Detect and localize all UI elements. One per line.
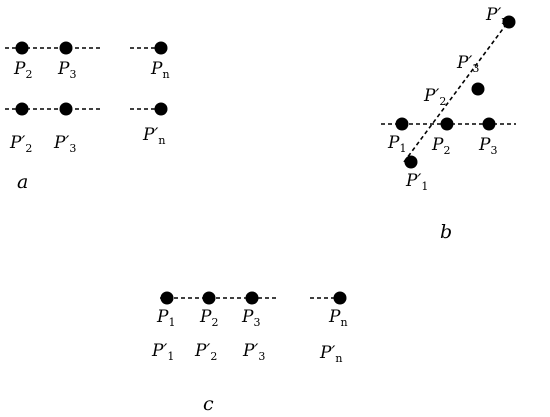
panel-b-point-p3 xyxy=(482,117,496,131)
panel-a-label-pn-prime: P′n xyxy=(142,125,165,147)
panel-a-point-pn xyxy=(154,41,168,55)
panel-b-label-p1-prime: P′1 xyxy=(405,171,428,193)
panel-c-label-p3: P3 xyxy=(241,307,260,329)
panel-b-caption: b xyxy=(440,221,452,243)
panel-a-label-p2: P2 xyxy=(13,59,32,81)
panel-c: P1 P2 P3 Pn P′1 P′2 P′3 P′n c xyxy=(151,291,348,415)
panel-c-label-p1: P1 xyxy=(156,307,175,329)
panel-a-label-p3: P3 xyxy=(57,59,76,81)
panel-b-label-p3-prime: P′3 xyxy=(456,53,479,75)
panel-a-point-p3-prime xyxy=(59,102,73,116)
panel-b-diagonal-line xyxy=(403,21,509,163)
panel-b-point-p1 xyxy=(395,117,409,131)
panel-b-label-pn-prime: P′n xyxy=(485,5,508,27)
panel-a-caption: a xyxy=(17,171,28,193)
panel-b-label-p2: P2 xyxy=(431,135,450,157)
panel-c-label-pn: Pn xyxy=(328,307,348,329)
panel-a-point-p2 xyxy=(15,41,29,55)
panel-b-point-pn-prime xyxy=(502,15,516,29)
panel-a-label-pn: Pn xyxy=(150,59,170,81)
panel-b: P1 P2 P3 P′1 P′2 P′3 P′n b xyxy=(381,5,516,243)
panel-c-label-p1-prime: P′1 xyxy=(151,341,174,363)
panel-a-label-p3-prime: P′3 xyxy=(53,133,76,155)
panel-c-label-p2: P2 xyxy=(199,307,218,329)
panel-b-point-p3-prime xyxy=(471,82,485,96)
panel-b-label-p2-prime: P′2 xyxy=(423,86,446,108)
panel-c-label-p2-prime: P′2 xyxy=(194,341,217,363)
panel-a-point-pn-prime xyxy=(154,102,168,116)
panel-b-point-p2 xyxy=(440,117,454,131)
panel-c-label-pn-prime: P′n xyxy=(319,343,342,365)
panel-c-caption: c xyxy=(203,393,214,415)
panel-b-point-p1-prime xyxy=(404,155,418,169)
panel-a-point-p3 xyxy=(59,41,73,55)
panel-a-label-p2-prime: P′2 xyxy=(9,133,32,155)
panel-c-point-n xyxy=(333,291,347,305)
panel-c-point-1 xyxy=(160,291,174,305)
panel-c-label-p3-prime: P′3 xyxy=(242,341,265,363)
panel-c-point-2 xyxy=(202,291,216,305)
panel-b-label-p3: P3 xyxy=(478,135,497,157)
panel-c-point-3 xyxy=(245,291,259,305)
panel-a: P2 P3 Pn P′2 P′3 P′n a xyxy=(5,41,170,193)
panel-b-label-p1: P1 xyxy=(387,133,406,155)
panel-a-point-p2-prime xyxy=(15,102,29,116)
